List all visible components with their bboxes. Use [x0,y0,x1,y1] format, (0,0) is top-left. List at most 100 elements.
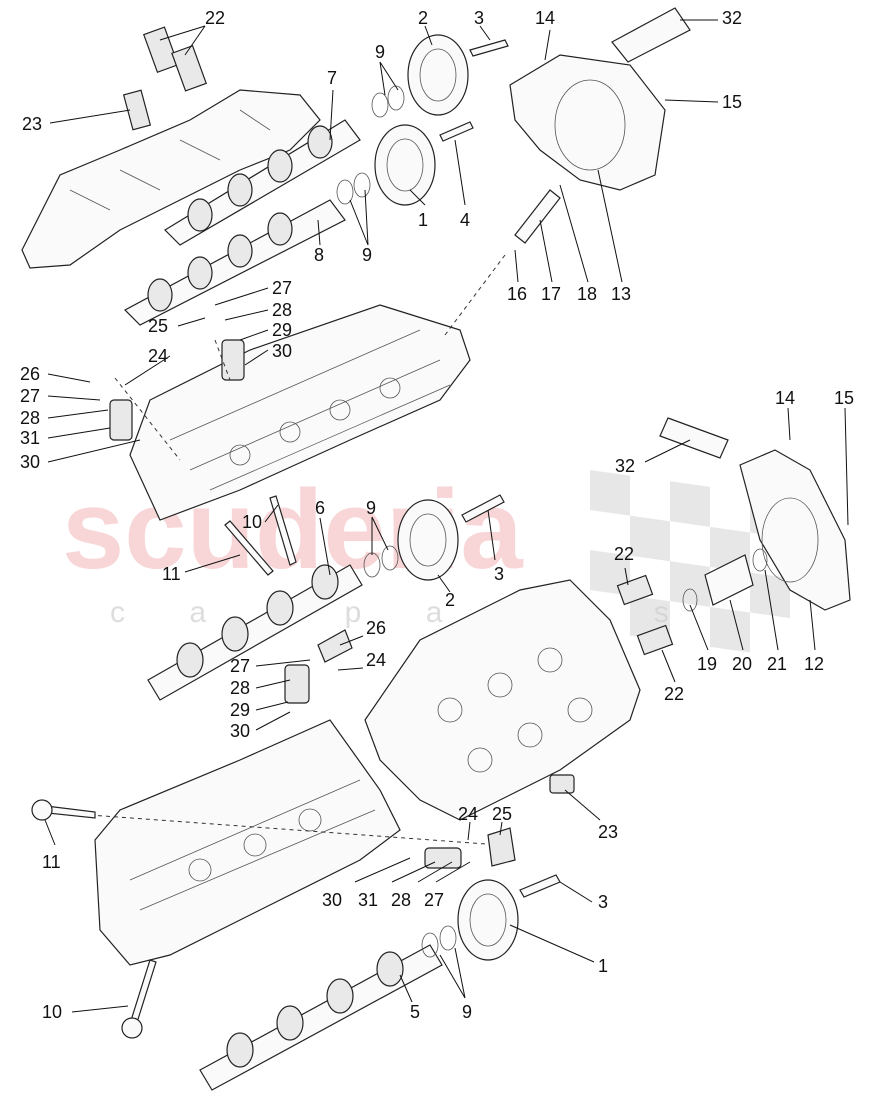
callout-31-upper: 31 [20,428,40,448]
callout-3-lower: 3 [598,892,608,912]
callout-32-lower: 32 [615,456,635,476]
cylinder-head-upper [129,304,471,521]
camshaft-8 [124,199,346,326]
callout-3-upper: 3 [474,8,484,28]
o-rings-upper [336,85,405,205]
sealant-tube-upper [611,7,691,63]
callout-27-lower-b: 27 [424,890,444,910]
callout-20: 20 [732,654,752,674]
callout-23-upper: 23 [22,114,42,134]
camshaft-6 [147,564,363,701]
callout-29-lower: 29 [230,700,250,720]
solenoid-valve-upper [142,26,208,92]
callout-8: 8 [314,245,324,265]
callout-19: 19 [697,654,717,674]
o-rings-lower [421,925,457,958]
callout-2-middle: 2 [445,590,455,610]
callout-23-lower: 23 [598,822,618,842]
callout-27-lower-a: 27 [230,656,250,676]
callout-1-lower: 1 [598,956,608,976]
callout-30-lower-a: 30 [230,721,250,741]
callout-28-upper-a: 28 [272,300,292,320]
callout-27-upper-b: 27 [20,386,40,406]
callout-16: 16 [507,284,527,304]
sensor-upper [122,89,152,131]
callout-1-upper: 1 [418,210,428,230]
callout-28-upper-b: 28 [20,408,40,428]
callout-10-middle: 10 [242,512,262,532]
callout-2-upper: 2 [418,8,428,28]
callout-9-upper-a: 9 [375,42,385,62]
callout-24-lower-b: 24 [458,804,478,824]
callout-6: 6 [315,498,325,518]
callout-13: 13 [611,284,631,304]
solenoid-valve-lower-b [636,624,674,656]
camshaft-adjuster-1-upper [374,124,436,206]
rocker-26-lower [317,629,353,663]
cylinder-head-right [364,579,641,821]
bolt-3-lower [519,874,561,898]
callout-28-lower-b: 28 [391,890,411,910]
callout-9-middle: 9 [366,498,376,518]
tube-17 [514,189,561,244]
callout-9-upper-b: 9 [362,245,372,265]
camshaft-adjuster-1-lower [457,879,519,961]
valve-10-middle [269,495,297,566]
callout-29-upper: 29 [272,320,292,340]
valve-springs-upper [109,339,245,441]
bolt-3-middle [461,494,505,523]
callout-24-upper: 24 [148,346,168,366]
callout-26-lower: 26 [366,618,386,638]
callout-15-upper: 15 [722,92,742,112]
callout-27-upper-a: 27 [272,278,292,298]
callout-30-lower-b: 30 [322,890,342,910]
callout-18: 18 [577,284,597,304]
callout-26-upper: 26 [20,364,40,384]
callout-11-middle: 11 [162,564,181,584]
bolt-3-upper [469,39,509,57]
callout-labels: 22 2 3 14 32 23 7 9 15 1 4 8 9 16 17 18 … [20,8,854,1022]
callout-25-upper: 25 [148,316,168,336]
rocker-25-lower [487,827,516,867]
leader-lines [44,19,849,1013]
timing-cover-13 [509,54,666,191]
callout-15-lower: 15 [834,388,854,408]
callout-24-lower-a: 24 [366,650,386,670]
camshaft-cover-upper [21,89,321,269]
callout-28-lower-a: 28 [230,678,250,698]
callout-32-upper: 32 [722,8,742,28]
callout-30-upper-b: 30 [20,452,40,472]
cylinder-head-lower [94,719,401,966]
callout-22-upper: 22 [205,8,225,28]
callout-14-lower: 14 [775,388,795,408]
tube-20 [704,554,754,606]
solenoid-valve-lower-a [616,574,654,606]
parts-drawing [21,7,851,1091]
callout-5: 5 [410,1002,420,1022]
callout-31-lower: 31 [358,890,378,910]
camshaft-5 [199,944,443,1091]
callout-22-right-b: 22 [664,684,684,704]
callout-14-upper: 14 [535,8,555,28]
camshaft-adjuster-2-upper [407,34,469,116]
callout-17: 17 [541,284,561,304]
bolt-4 [439,121,474,142]
callout-3-middle: 3 [494,564,504,584]
callout-22-right-a: 22 [614,544,634,564]
valve-11-middle [224,520,274,576]
callout-10-lower: 10 [42,1002,62,1022]
callout-4: 4 [460,210,470,230]
callout-25-lower: 25 [492,804,512,824]
callout-12: 12 [804,654,824,674]
callout-9-lower: 9 [462,1002,472,1022]
sensor-lower [549,774,575,794]
callout-11-lower: 11 [42,852,61,872]
camshaft-7 [164,119,361,246]
camshaft-adjuster-2-middle [397,499,459,581]
callout-21: 21 [767,654,787,674]
timing-cover-12 [739,449,851,611]
callout-7: 7 [327,68,337,88]
sealant-tube-lower [659,417,729,459]
callout-30-upper-a: 30 [272,341,292,361]
